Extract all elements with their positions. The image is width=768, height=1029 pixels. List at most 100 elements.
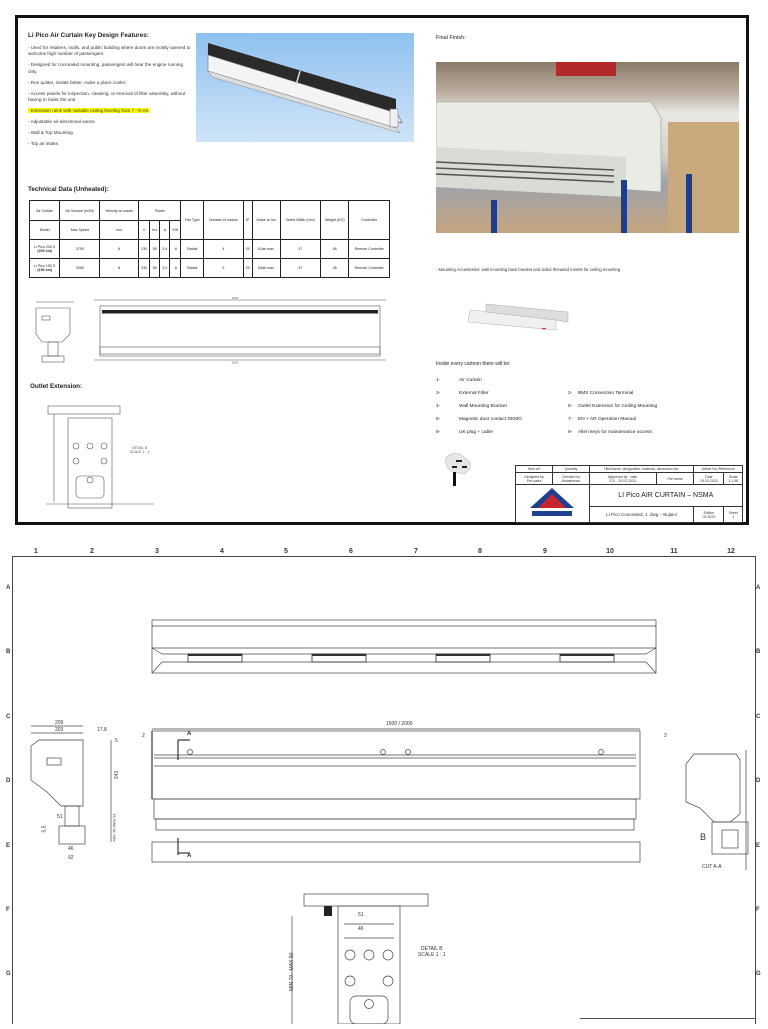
- outlet-extension-title: Outlet Extension:: [30, 383, 83, 390]
- tb-edition: 03.2023: [702, 514, 716, 519]
- features-title: Li Pico Air Curtain Key Design Features:: [28, 32, 149, 39]
- column-number: 7: [414, 548, 418, 555]
- cell-motors: 3: [202, 258, 244, 278]
- dim-51: 51: [358, 912, 364, 918]
- dim-5: 5: [115, 738, 118, 744]
- column-ruler: 1 2 3 4 5 6 7 8 9 10 11 12: [12, 548, 756, 560]
- model-name: Li Pico 150 S: [34, 264, 56, 268]
- carton-item: 8-UK plug + cable: [436, 430, 493, 435]
- detail-b-label: DETAIL B: [420, 946, 443, 952]
- tb-sheet: 1: [732, 514, 735, 519]
- carton-list-right: 2-BMS Connection Terminal 5-Outlet Exten…: [568, 387, 728, 439]
- th-kw: KW: [169, 220, 182, 240]
- th-weight: Weight (KG): [319, 200, 350, 240]
- cell-fan-type: Radial: [180, 258, 204, 278]
- detail-b-label: DETAIL B: [132, 446, 148, 450]
- cell-air-volume: 3050: [59, 258, 101, 278]
- cell-outlet: 47: [279, 239, 321, 259]
- tb-title-name: Title/Name, designation, material, dimen…: [588, 464, 695, 474]
- company-logo: [515, 483, 590, 524]
- cell-velocity: 8: [99, 239, 139, 259]
- feature-item: - Run quitter, isolate better, make a pl…: [28, 79, 127, 85]
- column-number: 8: [478, 548, 482, 555]
- cell-noise: 61db max: [251, 239, 281, 259]
- drawing-sheet: 1 2 3 4 5 6 7 8 9 10 11 12 A B C D E F G…: [0, 540, 768, 1025]
- dim-51: 51: [57, 814, 63, 820]
- tb-subtitle: Li Pico Concealed, 1 .dwg – Bujaini: [588, 506, 695, 523]
- th-velocity: Velocity at nozzle: [99, 200, 139, 221]
- cell-v: 230: [137, 239, 151, 259]
- th-controller: Controller: [348, 200, 390, 240]
- tb-product-title: LI Pico AIR CURTAIN – NSMA: [588, 483, 743, 508]
- cell-noise: 63db max: [251, 258, 281, 278]
- detail-b-marker: B: [700, 832, 707, 842]
- row-letter: B: [756, 649, 761, 655]
- cell-outlet: 47: [279, 258, 321, 278]
- row-letter: C: [756, 714, 761, 720]
- row-letter: D: [6, 778, 11, 784]
- row-letter: E: [756, 843, 761, 849]
- cell-ip: 20: [242, 258, 253, 278]
- datasheet-page: Li Pico Air Curtain Key Design Features:…: [15, 15, 749, 525]
- cell-velocity: 8: [99, 258, 139, 278]
- tb-date: 29.03.2023: [700, 478, 718, 483]
- product-render-image: [196, 33, 414, 142]
- carton-item: 7-EN + AR Operation Manual: [568, 417, 636, 422]
- final-finish-title: Final Finish:: [436, 35, 466, 41]
- cut-a-a-label: CUT A-A: [702, 864, 722, 870]
- cell-weight: 38: [319, 258, 350, 278]
- cell-a: 3.4: [159, 239, 171, 259]
- carton-item: 9-Allen keys for maintenance access: [568, 430, 652, 435]
- dim-209: 209: [55, 720, 64, 726]
- technical-data-table: Air Curtain Air Volume (m3/h) Velocity a…: [28, 200, 390, 278]
- cell-hz: 50: [149, 239, 161, 259]
- tb-approved: S.D - 29.03.2023: [609, 478, 636, 483]
- cell-fan-type: Radial: [180, 239, 204, 259]
- th-air-volume: Air Volume (m3/h): [59, 200, 101, 221]
- cut-a-a-drawing: B CUT A-A: [680, 750, 760, 870]
- th-power: Power: [137, 200, 182, 221]
- tb-checked-by: Abdalrhman: [561, 478, 581, 483]
- row-letter: G: [756, 971, 761, 977]
- model-name: Li Pico 200 S: [34, 245, 56, 249]
- column-number: 10: [606, 548, 614, 555]
- feature-item: - Access panels for inspection, cleaning…: [28, 90, 186, 103]
- carton-item: 1-Air Curtain: [436, 378, 482, 383]
- dim-offset-right: 2: [664, 733, 667, 739]
- title-block-partial: [580, 1018, 756, 1025]
- feature-item: - Wall & Top Mounting.: [28, 130, 74, 136]
- dim-5-5: 5,5: [41, 825, 48, 833]
- th-motors: Number of motors: [202, 200, 244, 240]
- row-letter: A: [756, 585, 761, 591]
- column-number: 2: [90, 548, 94, 555]
- carton-item: 5-Outlet Extension for Ceiling Mounting: [568, 404, 658, 409]
- column-number: 12: [727, 548, 735, 555]
- dim-17-8: 17,8: [97, 727, 107, 733]
- bottom-view-drawing: [150, 618, 660, 676]
- feature-item: - Used for retailers, malls, and public …: [28, 45, 191, 57]
- carton-list-left: 1-Air Curtain 3-External Filter 4-Wall M…: [436, 374, 564, 439]
- feature-item: - Top air intake.: [28, 141, 60, 147]
- side-view-drawing: 209 203 17,8 5 243 51 5,5 MIN 70 MAX 91 …: [27, 720, 137, 865]
- final-finish-photo: [435, 62, 739, 233]
- row-letter: F: [756, 907, 760, 913]
- technical-data-title: Technical Data (Unheated):: [28, 186, 109, 193]
- feature-item-highlighted: - Extension neck with variable ceiling l…: [28, 108, 150, 114]
- column-number: 5: [284, 548, 288, 555]
- title-block: Item ref Quantity Title/Name, designatio…: [514, 464, 743, 524]
- cell-v: 230: [137, 258, 151, 278]
- detail-b-drawing: 51 46 MIN 70 - MAX 90 DETAIL B SCALE 1 :…: [280, 890, 480, 1025]
- cell-motors: 4: [202, 239, 244, 259]
- dim-203: 203: [55, 727, 64, 733]
- model-size: (200 cm): [37, 249, 52, 253]
- tb-item-ref: Item ref: [514, 464, 554, 474]
- th-noise: Noise at 3m: [251, 200, 281, 240]
- carton-item: 6-Magnetic door contact DKMG: [436, 417, 522, 422]
- cell-hz: 50: [149, 258, 161, 278]
- detail-b-scale: SCALE 1 : 1: [418, 952, 446, 958]
- row-letter: C: [6, 714, 11, 720]
- accessories-image: [456, 298, 580, 346]
- th-outlet: Outlet Width (mm): [279, 200, 321, 240]
- column-number: 4: [220, 548, 224, 555]
- cell-kw: .8: [169, 258, 182, 278]
